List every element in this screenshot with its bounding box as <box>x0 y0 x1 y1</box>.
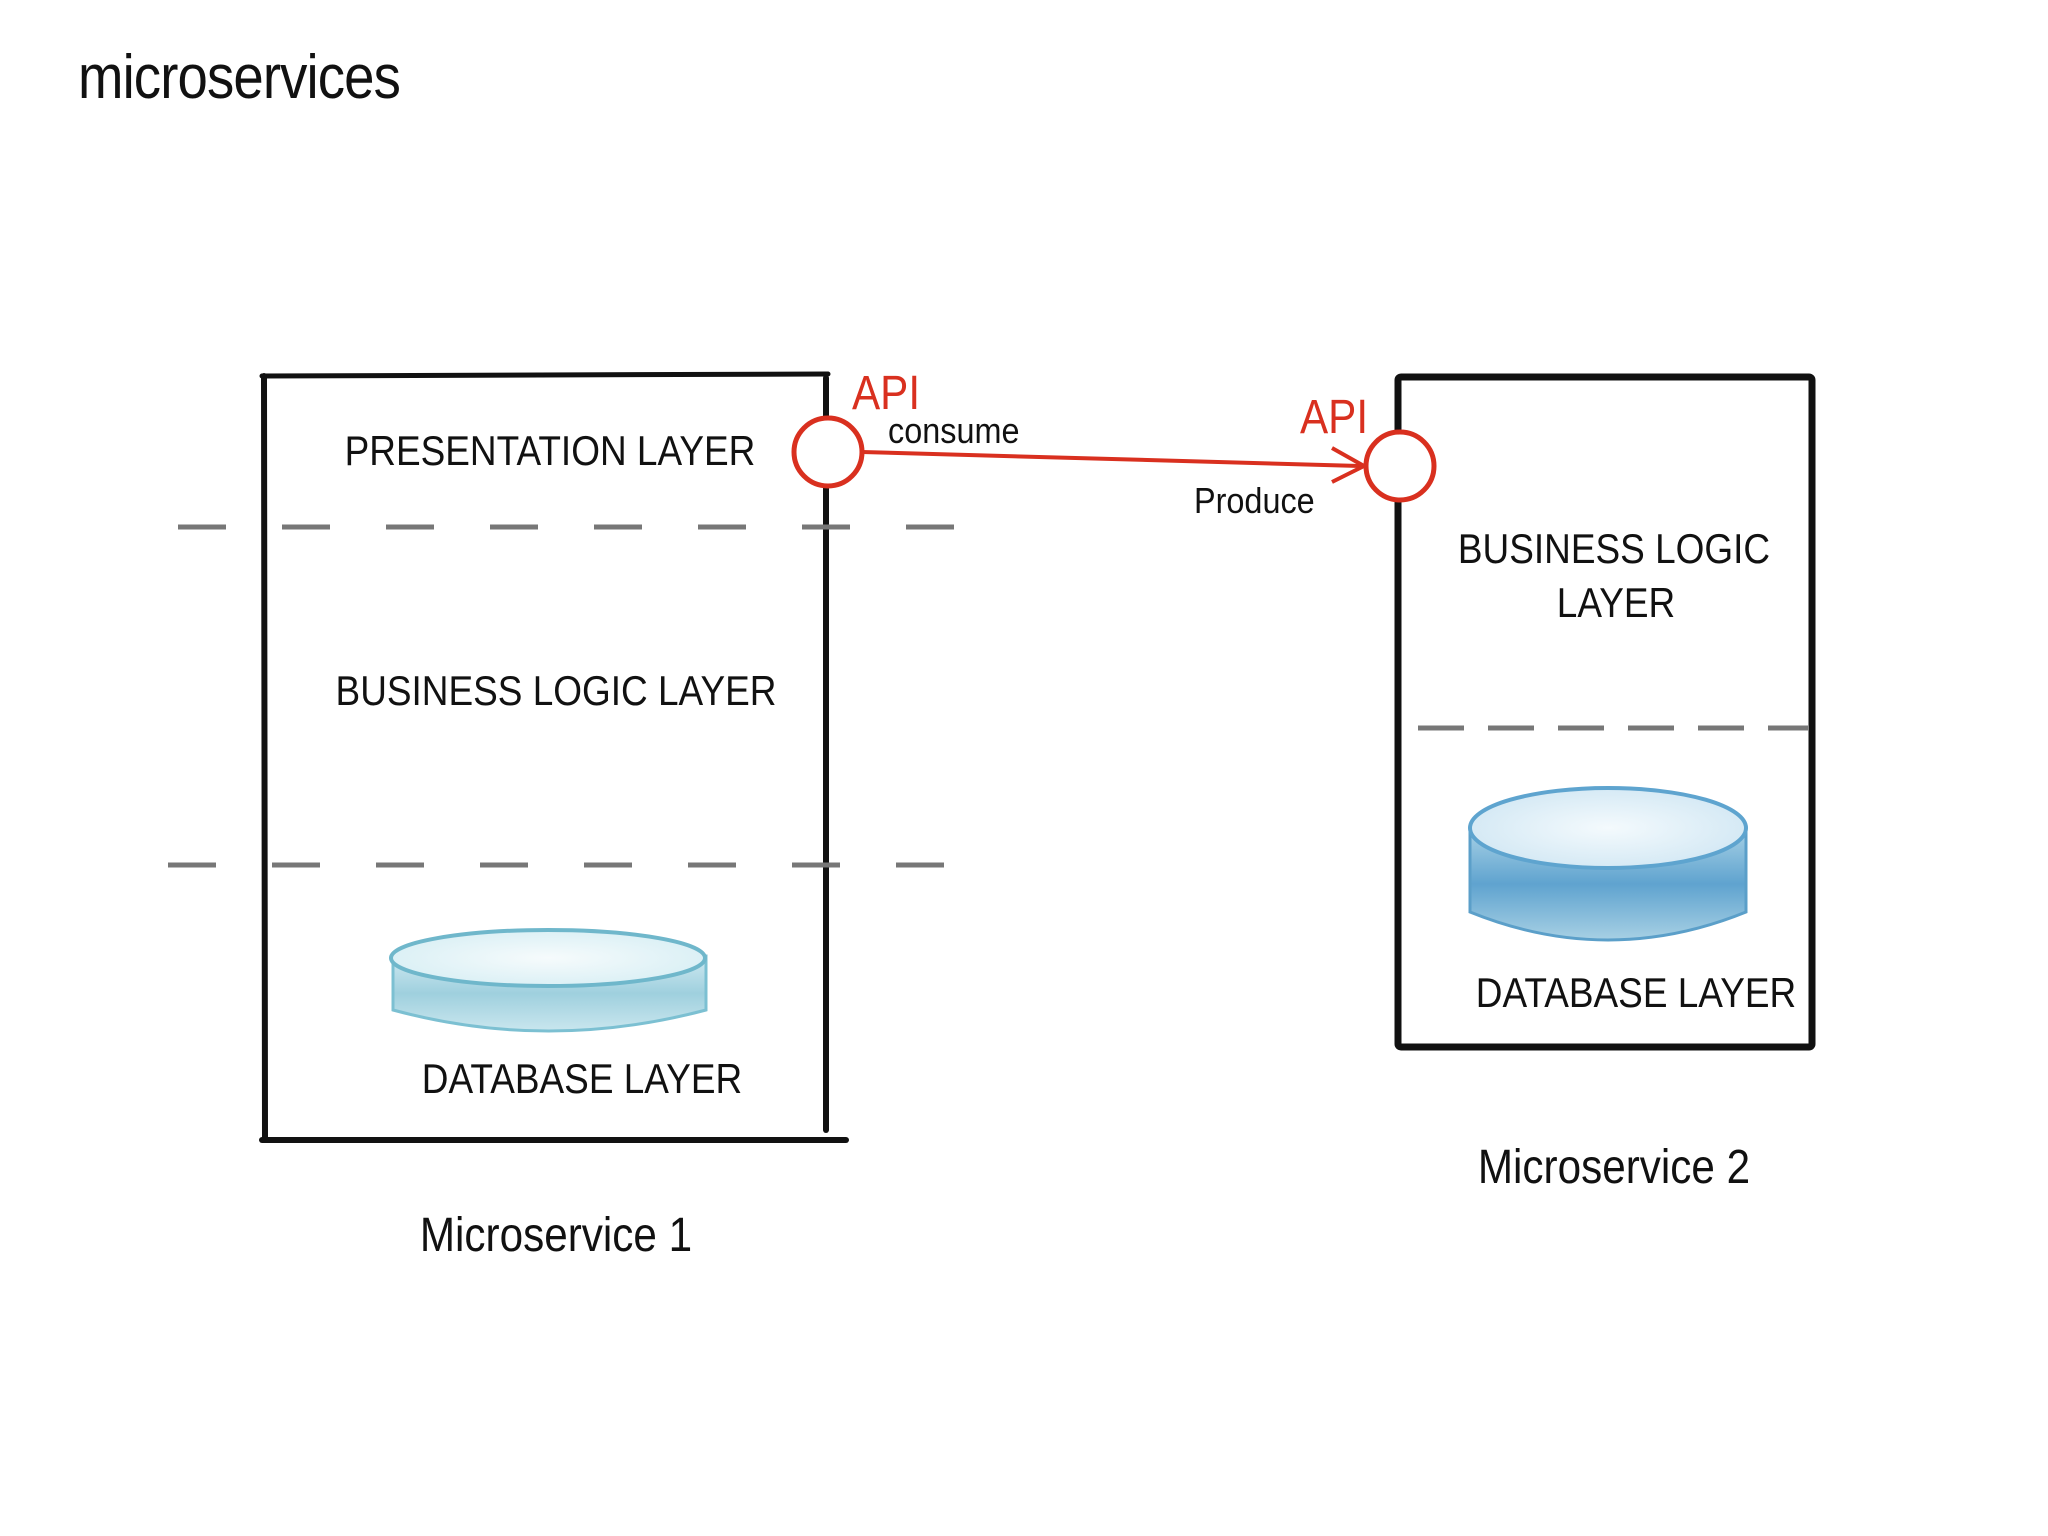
ms2-database-layer-label: DATABASE LAYER <box>1475 969 1797 1016</box>
ms1-top-edge <box>259 371 831 379</box>
ms2-database-icon <box>1468 786 1748 942</box>
ms2-business-logic-line1: BUSINESS LOGIC <box>1457 525 1771 572</box>
ms2-api-label: API <box>1300 391 1369 444</box>
ms1-api-label: API <box>852 367 921 420</box>
microservice-1-label: Microservice 1 <box>419 1209 693 1262</box>
ms1-presentation-layer-label: PRESENTATION LAYER <box>344 427 756 474</box>
ms1-business-logic-layer-label: BUSINESS LOGIC LAYER <box>335 667 777 714</box>
microservice-1-box <box>259 371 849 1143</box>
consume-label: consume <box>888 410 1020 451</box>
page-title: microservices <box>78 43 401 112</box>
ms1-database-layer-label: DATABASE LAYER <box>421 1055 743 1102</box>
ms1-left-edge <box>261 373 268 1141</box>
ms2-api-endpoint-icon <box>1363 429 1437 503</box>
api-arrow-line <box>861 450 1361 468</box>
produce-label: Produce <box>1194 480 1315 521</box>
ms1-api-endpoint-icon <box>791 415 865 489</box>
ms1-database-icon <box>389 928 708 1033</box>
microservice-2-label: Microservice 2 <box>1477 1141 1751 1194</box>
api-connection <box>791 415 1437 503</box>
ms2-business-logic-line2: LAYER <box>1556 579 1676 626</box>
microservice-2-box <box>1394 373 1816 1051</box>
